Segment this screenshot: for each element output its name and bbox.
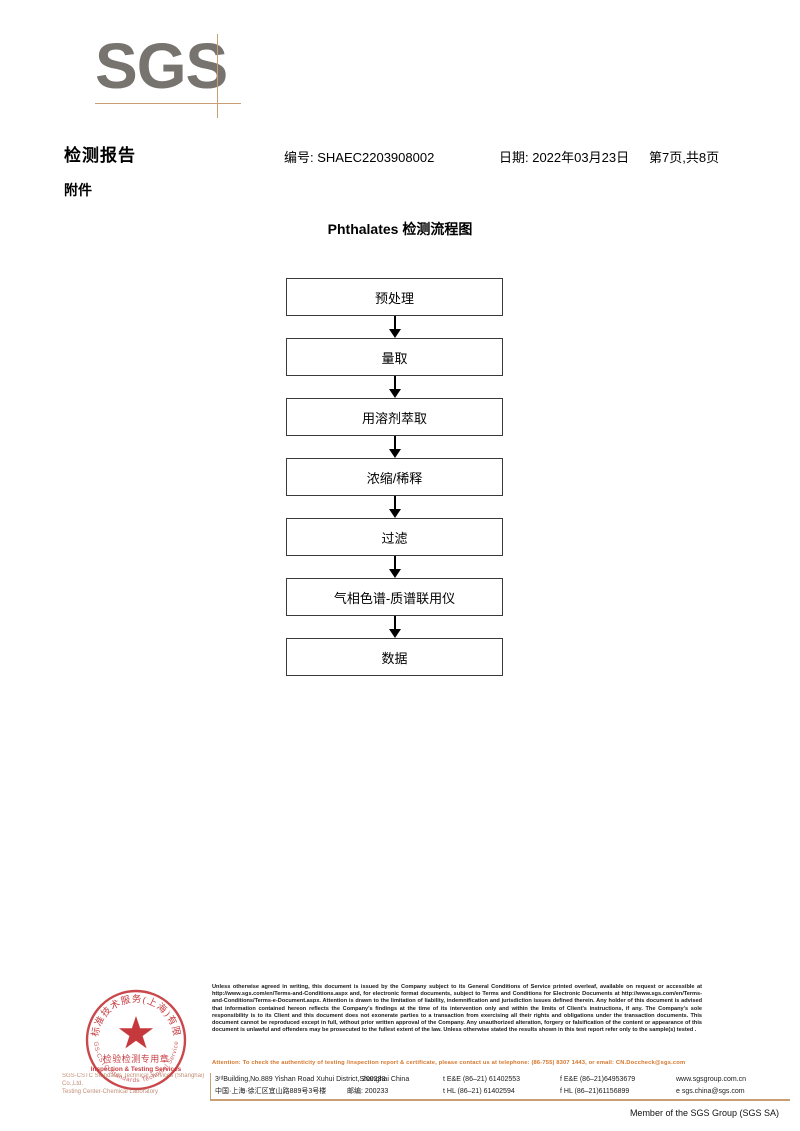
fax-ee: f E&E (86–21)64953679 <box>560 1076 636 1083</box>
address-divider <box>210 1073 211 1099</box>
fax-hl: f HL (86–21)61156899 <box>560 1088 630 1095</box>
official-stamp-icon: 通标标准技术服务(上海)有限公司 SGS-CSTC Standards Tech… <box>84 988 188 1092</box>
flow-step-label: 过滤 <box>381 530 408 546</box>
page-number: 第7页,共8页 <box>649 150 720 165</box>
legal-disclaimer: Unless otherwise agreed in writing, this… <box>212 984 702 1034</box>
flow-step-1: 预处理 <box>286 278 503 316</box>
attachment-label: 附件 <box>64 182 92 198</box>
flow-step-label: 预处理 <box>374 290 414 306</box>
flow-step-label: 数据 <box>381 650 408 666</box>
address-chinese: 中国·上海·徐汇区宜山路889号3号楼 <box>215 1088 327 1095</box>
flow-step-label: 用溶剂萃取 <box>361 410 427 426</box>
flow-arrow-down-icon <box>286 436 503 458</box>
sgs-group-member-line: Member of the SGS Group (SGS SA) <box>629 1108 779 1118</box>
report-date: 日期: 2022年03月23日 <box>499 150 630 165</box>
flow-arrow-down-icon <box>286 556 503 578</box>
page-title: 检测报告 <box>64 146 136 165</box>
flowchart-title: Phthalates 检测流程图 <box>327 221 473 237</box>
address-english: 3ʳᵈBuilding,No.889 Yishan Road Xuhui Dis… <box>215 1076 410 1083</box>
flow-step-4: 浓缩/稀释 <box>286 458 503 496</box>
flow-step-label: 气相色谱-质谱联用仪 <box>333 590 456 606</box>
flow-step-label: 浓缩/稀释 <box>366 470 423 486</box>
flow-step-7: 数据 <box>286 638 503 676</box>
stamp-watermark-text: SGS-CSTC Standards Technical Services (S… <box>62 1072 212 1096</box>
flow-step-3: 用溶剂萃取 <box>286 398 503 436</box>
flow-step-5: 过滤 <box>286 518 503 556</box>
attention-notice: Attention: To check the authenticity of … <box>212 1060 686 1066</box>
logo-vertical-rule <box>217 34 218 118</box>
sgs-logo-text: SGS <box>95 30 228 102</box>
report-number: 编号: SHAEC2203908002 <box>284 150 435 165</box>
flow-step-label: 量取 <box>381 350 408 366</box>
logo-horizontal-rule <box>95 103 241 104</box>
website: www.sgsgroup.com.cn <box>676 1076 747 1083</box>
flow-arrow-down-icon <box>286 316 503 338</box>
watermark-line-1: SGS-CSTC Standards Technical Services (S… <box>62 1073 205 1087</box>
flow-arrow-down-icon <box>286 496 503 518</box>
svg-text:Inspection & Testing Services: Inspection & Testing Services <box>91 1066 182 1073</box>
email: e sgs.china@sgs.com <box>676 1088 745 1095</box>
postcode-chinese: 邮编: 200233 <box>347 1088 389 1095</box>
postcode-english: 200233 <box>362 1076 386 1083</box>
flow-step-2: 量取 <box>286 338 503 376</box>
telephone-ee: t E&E (86–21) 61402553 <box>443 1076 521 1083</box>
telephone-hl: t HL (86–21) 61402594 <box>443 1088 515 1095</box>
flow-arrow-down-icon <box>286 616 503 638</box>
svg-text:检验检测专用章: 检验检测专用章 <box>103 1053 170 1064</box>
address-rule <box>210 1099 790 1101</box>
sgs-logo: SGS <box>95 30 245 118</box>
flow-arrow-down-icon <box>286 376 503 398</box>
watermark-line-2: Testing Center-Chemical Laboratory <box>62 1089 159 1095</box>
flowchart: 预处理 量取 用溶剂萃取 浓缩/稀释 过滤 气相色谱-质谱联 <box>286 278 503 676</box>
flow-step-6: 气相色谱-质谱联用仪 <box>286 578 503 616</box>
